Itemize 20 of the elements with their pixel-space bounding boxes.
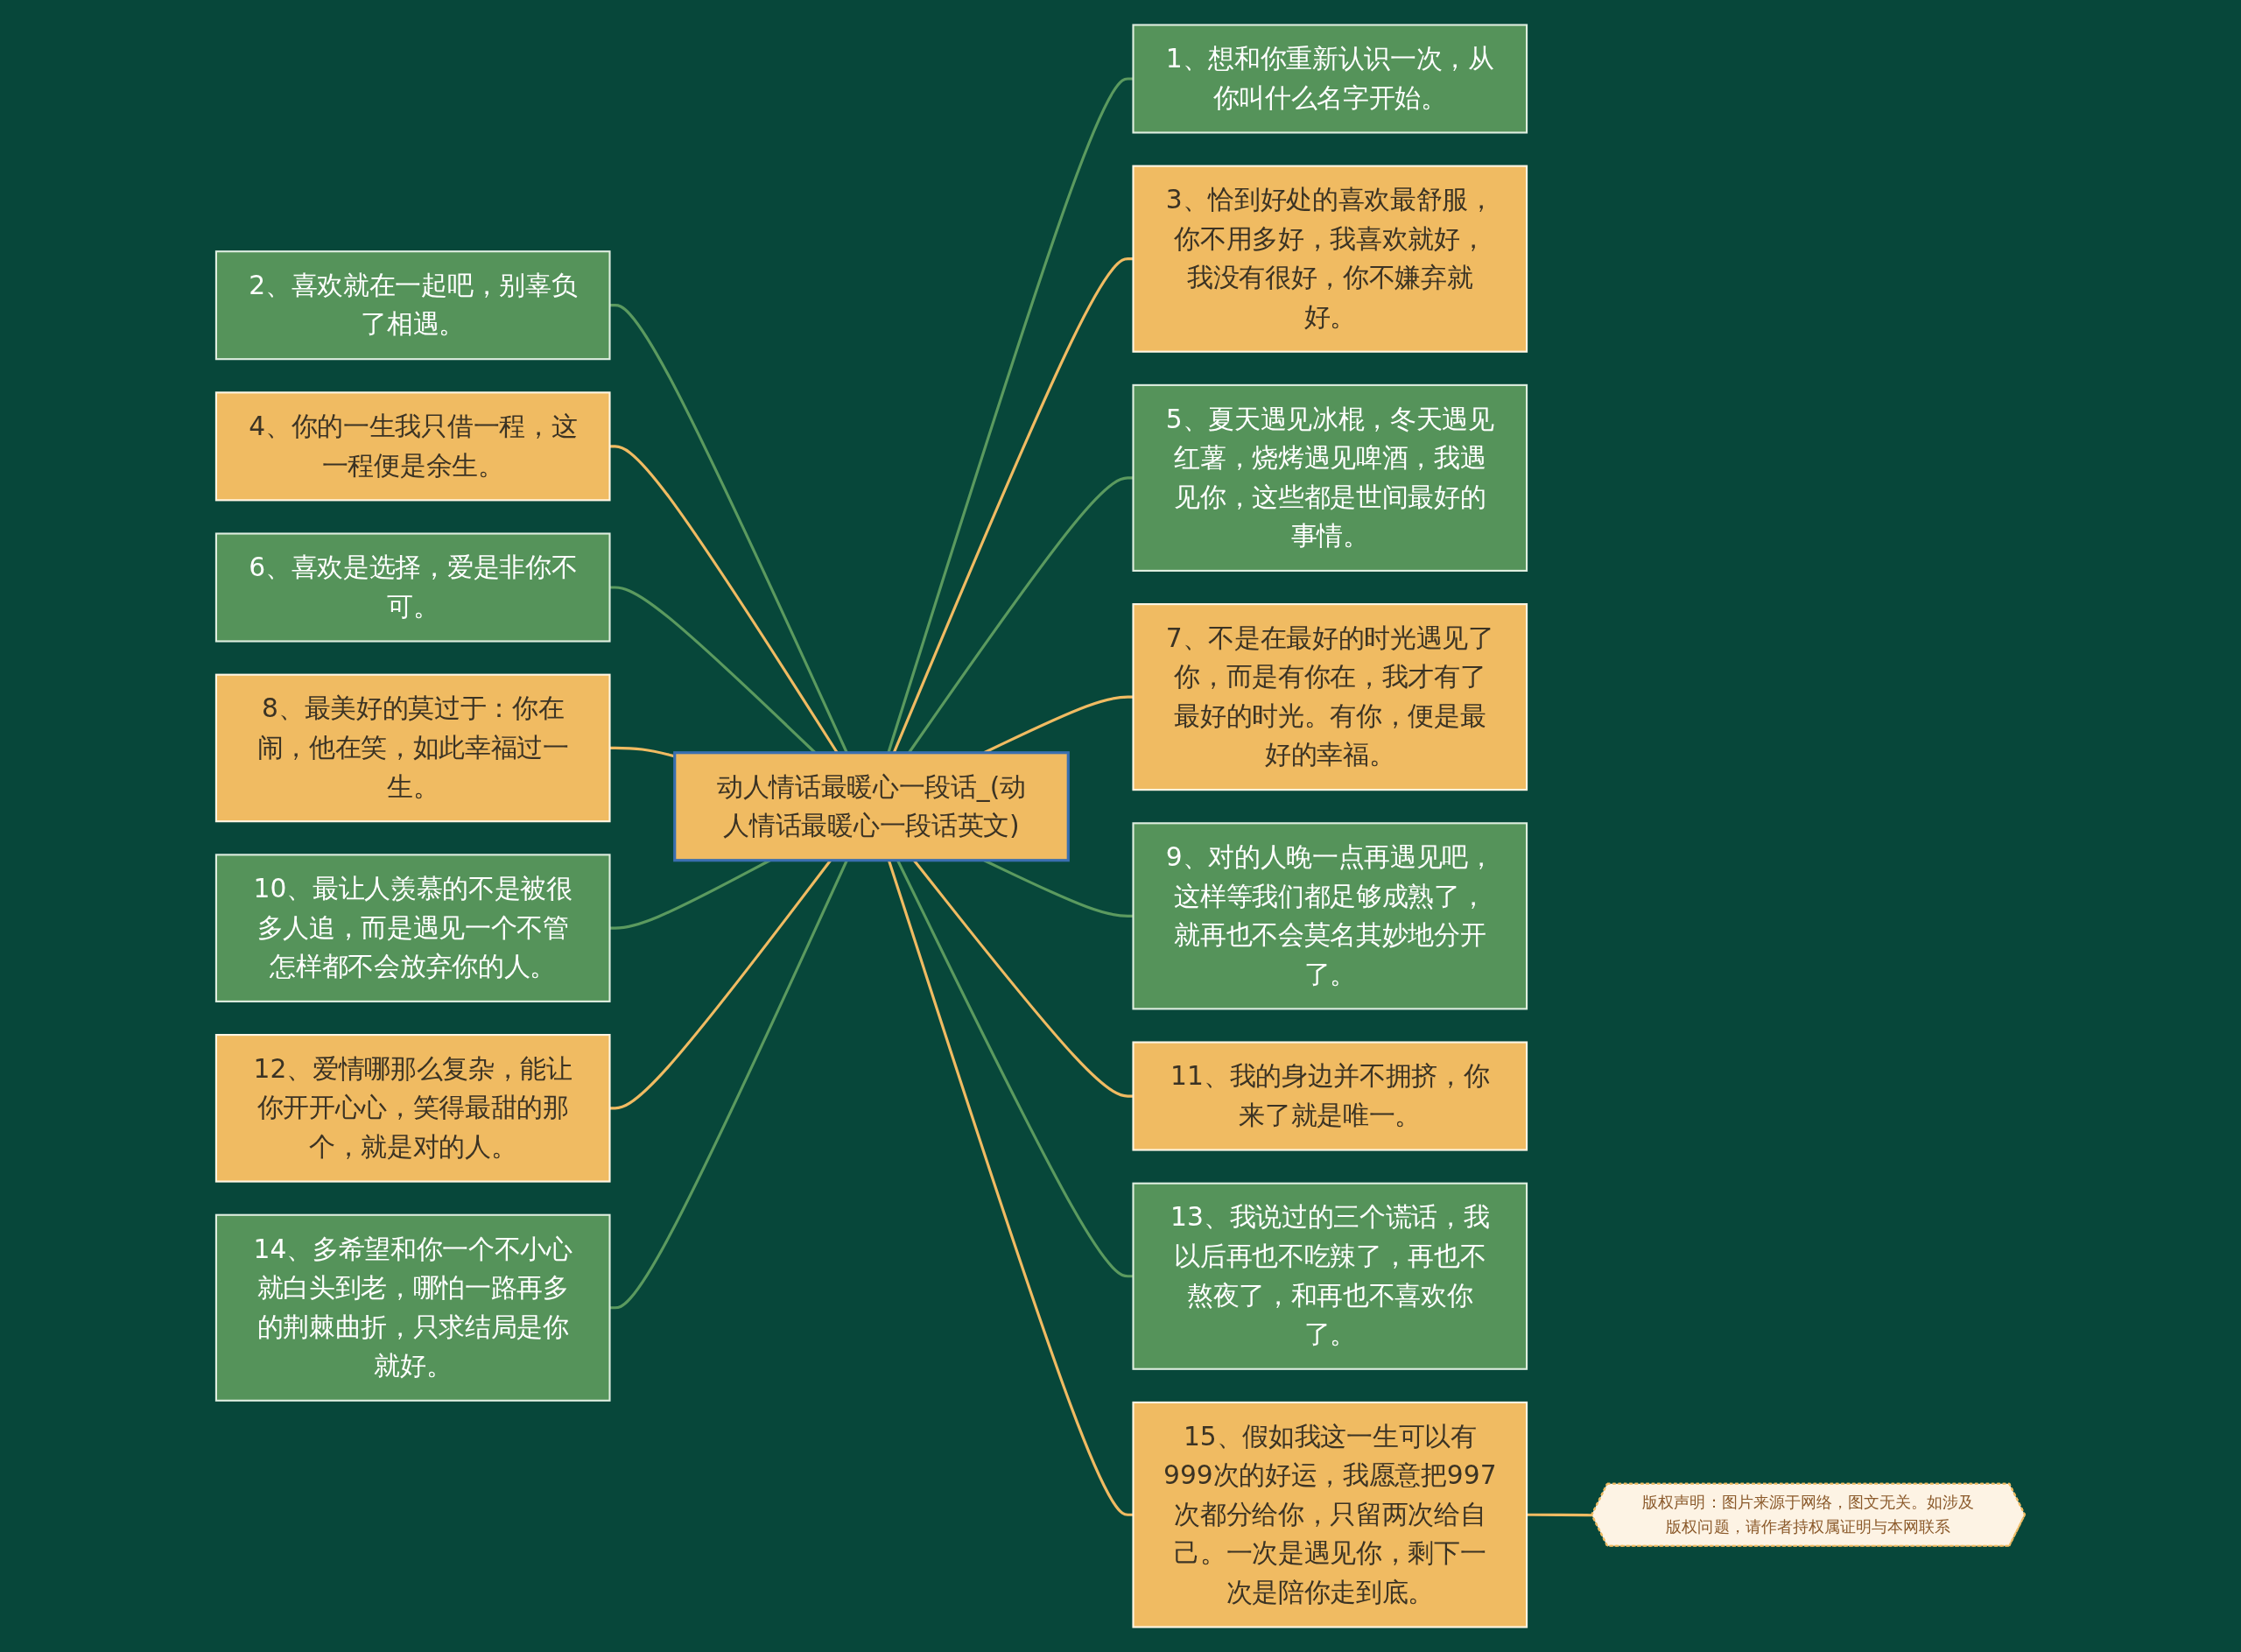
node-box: 5、夏天遇见冰棍，冬天遇见红薯，烧烤遇见啤酒，我遇见你，这些都是世间最好的事情。	[1132, 383, 1528, 572]
node-box: 4、你的一生我只借一程，这一程便是余生。	[214, 391, 611, 502]
node-box: 9、对的人晚一点再遇见吧，这样等我们都足够成熟了，就再也不会莫名其妙地分开了。	[1132, 822, 1528, 1010]
node-box: 8、最美好的莫过于：你在闹，他在笑，如此幸福过一生。	[214, 673, 611, 823]
connector	[887, 860, 1134, 1516]
node-box: 6、喜欢是选择，爱是非你不可。	[214, 532, 611, 643]
node-box: 13、我说过的三个谎话，我以后再也不吃辣了，再也不熬夜了，和再也不喜欢你了。	[1132, 1182, 1528, 1370]
node-box: 12、爱情哪那么复杂，能让你开开心心，笑得最甜的那个，就是对的人。	[214, 1034, 611, 1183]
connector	[609, 860, 848, 1310]
node-box: 11、我的身边并不拥挤，你来了就是唯一。	[1132, 1041, 1528, 1151]
node-box: 7、不是在最好的时光遇见了你，而是有你在，我才有了最好的时光。有你，便是最好的幸福。	[1132, 603, 1528, 791]
connector	[1527, 1513, 1592, 1517]
node-box: 14、多希望和你一个不小心就白头到老，哪怕一路再多的荆棘曲折，只求结局是你就好。	[214, 1213, 611, 1402]
node-box: 10、最让人羡慕的不是被很多人追，而是遇见一个不管怎样都不会放弃你的人。	[214, 854, 611, 1002]
node-box: 2、喜欢就在一起吧，别辜负了相遇。	[214, 250, 611, 361]
node-box: 1、想和你重新认识一次，从你叫什么名字开始。	[1132, 24, 1528, 134]
node-box: 3、恰到好处的喜欢最舒服，你不用多好，我喜欢就好，我没有很好，你不嫌弃就好。	[1132, 165, 1528, 353]
node-box: 15、假如我这一生可以有999次的好运，我愿意把997次都分给你，只留两次给自己。一次是遇见你，剩下一次是陪你走到底。	[1132, 1401, 1528, 1628]
node-box: 动人情话最暖心一段话_(动人情话最暖心一段话英文)	[673, 751, 1070, 862]
connector	[896, 860, 1134, 1278]
